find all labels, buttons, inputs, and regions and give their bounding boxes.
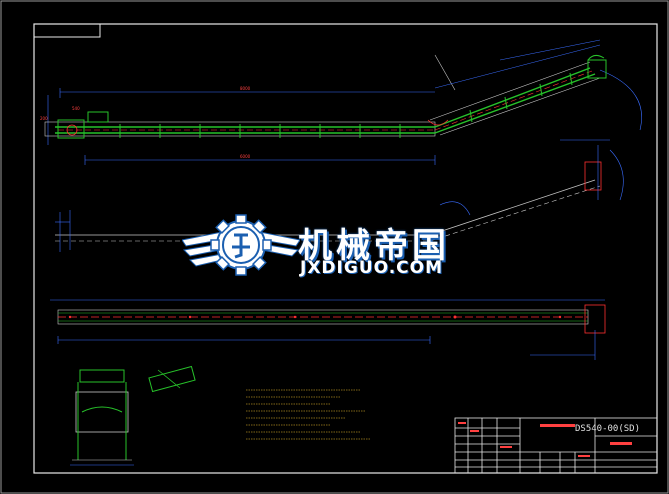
gear-wings-logo-icon: [182, 214, 300, 276]
drawing-frame: [33, 23, 658, 474]
svg-text:200: 200: [40, 116, 48, 121]
section-view: [70, 365, 196, 466]
drawing-number: DS540-00(SD): [575, 424, 641, 434]
svg-text:6000: 6000: [240, 154, 251, 159]
watermark-chinese: 机械帝国: [298, 226, 450, 266]
plan-view: [50, 299, 606, 360]
technical-notes: [246, 389, 370, 440]
svg-text:8000: 8000: [240, 86, 251, 91]
elevation-view: 8000 6000 540 200: [40, 39, 642, 165]
corner-label-box: [33, 23, 101, 38]
title-block-cells: [458, 422, 632, 457]
watermark-url: JXDIGUO.COM: [300, 258, 444, 278]
svg-text:540: 540: [72, 106, 80, 111]
title-block: [454, 417, 658, 474]
